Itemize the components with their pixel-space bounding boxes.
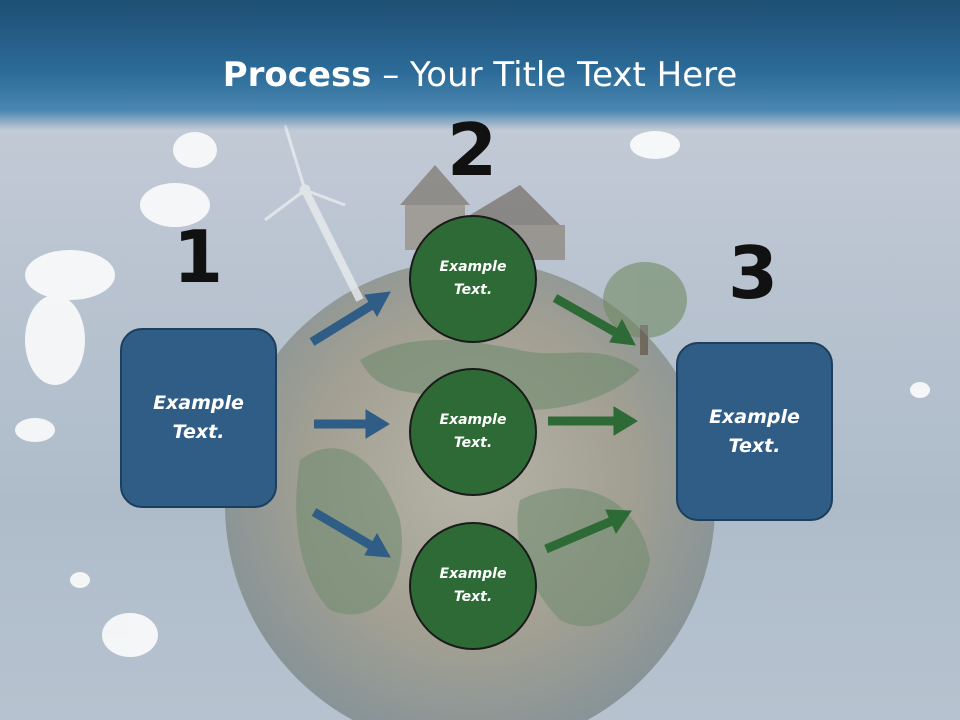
- arrow-right-green: [548, 406, 638, 436]
- step-2-circle-3: Example Text.: [409, 522, 537, 650]
- step-3-box: Example Text.: [676, 342, 833, 521]
- arrow-up-right-blue: [309, 291, 391, 346]
- page-title: Process – Your Title Text Here: [0, 50, 960, 100]
- arrow-down-right-green: [552, 294, 636, 346]
- step-number-3: 3: [727, 231, 779, 315]
- step-2-circle-1: Example Text.: [409, 215, 537, 343]
- step-1-text: Example Text.: [153, 392, 244, 443]
- step-3-text: Example Text.: [709, 405, 800, 457]
- circle-3-text: Example Text.: [439, 566, 507, 605]
- title-rest: – Your Title Text Here: [371, 55, 738, 95]
- blue-arrows: [309, 291, 391, 558]
- step-1-box: Example Text.: [120, 328, 277, 508]
- step-number-2: 2: [446, 108, 498, 192]
- cloud-icon: [15, 131, 930, 657]
- arrow-down-right-blue: [311, 508, 391, 558]
- title-band: [0, 0, 960, 130]
- arrow-right-blue: [314, 409, 390, 439]
- wind-turbine-icon: [264, 124, 364, 302]
- step-2-circle-2: Example Text.: [409, 368, 537, 496]
- tree-icon: [603, 262, 687, 355]
- step-number-1: 1: [172, 215, 224, 299]
- circle-1-text: Example Text.: [439, 259, 507, 298]
- title-bold: Process: [222, 55, 372, 95]
- arrow-up-right-green: [544, 509, 632, 554]
- green-arrows: [544, 294, 638, 554]
- circle-2-text: Example Text.: [439, 412, 507, 451]
